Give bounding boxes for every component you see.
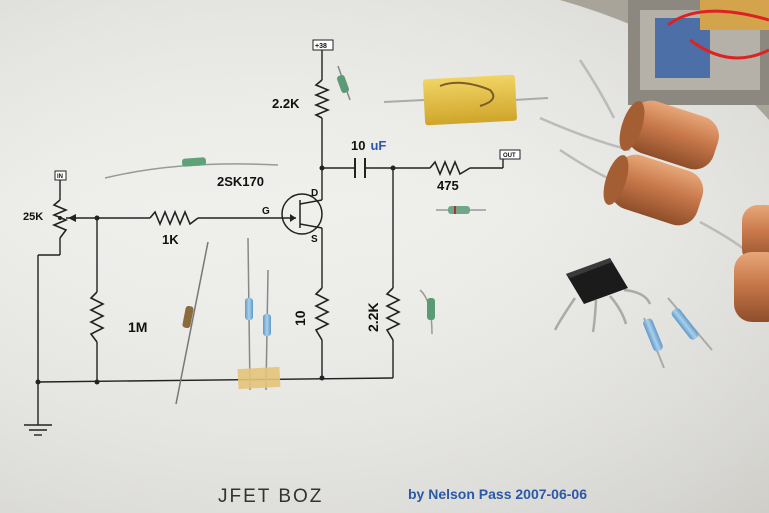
r-load-label: 2.2K [365,302,381,332]
electrolytic-cap-2 [559,148,749,253]
bridge-rectifier [553,258,652,333]
resistor-gate [149,209,199,227]
resistor-source [314,287,330,341]
green-resistor-right [419,289,435,335]
resistor-symbols [51,79,471,343]
pin-g-label: G [262,206,270,217]
r-source-label: 10 [292,310,308,326]
r-gate-label: 1K [162,232,179,247]
supply-box [312,39,334,51]
out-label: OUT [503,153,516,159]
transformer [628,0,769,105]
schematic-wires [37,50,504,425]
r-drain-label: 2.2K [272,96,300,111]
jfet-label: 2SK170 [217,174,264,189]
capacitor-symbol [354,158,366,178]
author-text: by Nelson Pass 2007-06-06 [408,486,587,502]
r-out-label: 475 [437,178,459,193]
out-box [499,149,521,160]
resistor-output [429,159,471,177]
blue-resistors-taped [237,237,281,391]
resistor-load [385,287,401,341]
film-capacitor [383,74,549,126]
pin-d-label: D [311,188,318,199]
ground-symbol [24,424,52,436]
in-label: IN [57,174,63,180]
brown-resistor [175,241,209,405]
pot-label: 25K [23,211,43,223]
pin-s-label: S [311,234,318,245]
green-resistor-top [337,65,351,101]
jfet-gate-arrow [290,214,296,222]
electrolytic-cap-3 [734,205,769,322]
junction-dots [35,165,396,385]
cap-value-label: 10 uF [351,138,386,153]
resistor-input [89,291,105,343]
cap-unit: uF [370,138,386,153]
title-text: JFET BOZ [218,486,323,507]
pot-wiper [58,216,62,220]
in-box [54,170,67,181]
green-resistor-middle [104,157,279,179]
cap-value: 10 [351,138,365,153]
blue-resistors-right [643,297,713,369]
r-input-label: 1M [128,319,147,335]
supply-label: +38 [315,43,327,50]
electrolytic-cap-1 [539,59,719,170]
resistor-drain [313,79,331,119]
small-resistor-center [436,206,486,214]
pot-wiper-arrow [68,214,76,222]
